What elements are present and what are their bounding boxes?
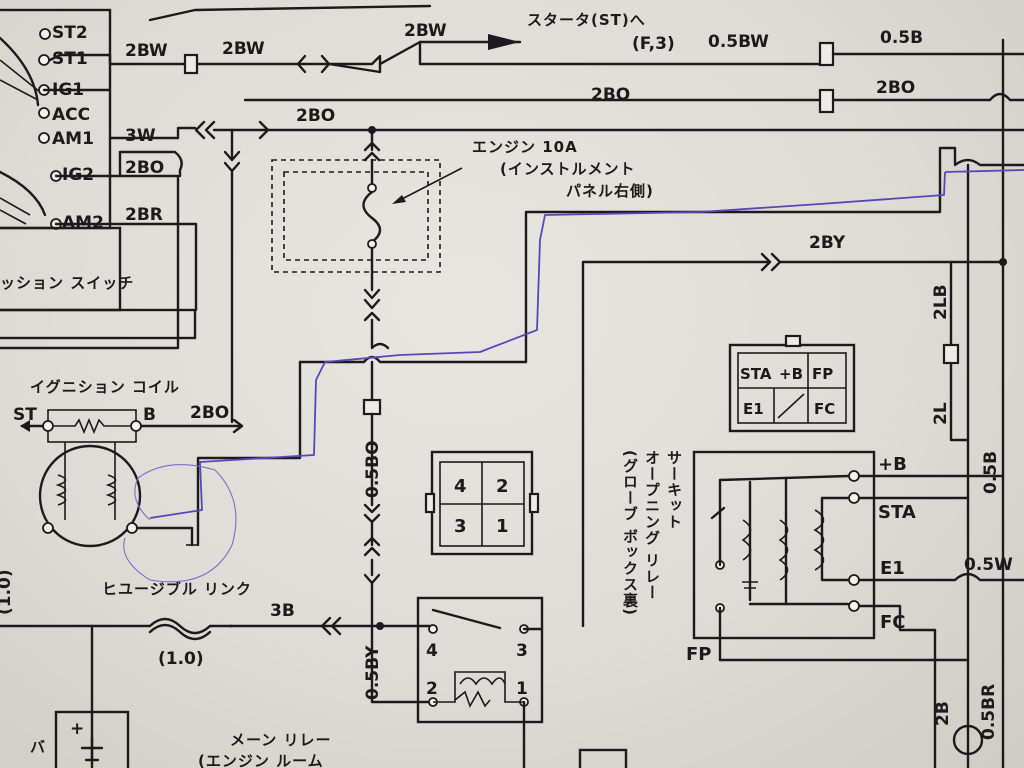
main-relay <box>416 596 544 768</box>
ignition-switch-terminals <box>38 28 62 230</box>
wire-label-2bo-ig2: 2BO <box>125 158 164 178</box>
ignition-switch-caption: ッション スイッチ <box>0 274 134 292</box>
wire-label-0-5by: 0.5BY <box>363 645 383 700</box>
check-cell-e1: E1 <box>743 400 764 418</box>
wire-label-0-5w: 0.5W <box>964 555 1013 575</box>
wire-label-2l: 2L <box>931 402 951 425</box>
wire-label-0-5br: 0.5BR <box>979 684 999 740</box>
wire-label-2bw-2: 2BW <box>222 39 265 59</box>
cor-caption-col3: (グローブ ボックス裏) <box>621 450 639 616</box>
terminal-am1: AM1 <box>52 129 94 149</box>
cor-terminal-sta: STA <box>878 502 916 523</box>
engine-fuse <box>271 128 463 322</box>
cor-terminal-fp: FP <box>686 644 712 665</box>
handwritten-pen-trace <box>123 169 1024 583</box>
connector-pin-2: 2 <box>496 476 509 497</box>
wire-label-0-5bo: 0.5BO <box>363 440 383 498</box>
wire-label-2lb: 2LB <box>931 284 951 320</box>
top-wiring <box>0 4 1024 768</box>
circuit-opening-relay <box>692 450 1024 768</box>
check-cell-sta: STA <box>740 365 772 383</box>
wire-label-2br: 2BR <box>125 205 163 225</box>
wire-label-3b: 3B <box>270 601 295 621</box>
check-cell-fc: FC <box>814 400 835 418</box>
wire-label-3w: 3W <box>125 126 156 146</box>
wire-label-2bw-1: 2BW <box>125 41 168 61</box>
battery-partial <box>54 710 130 768</box>
connector-pin-1: 1 <box>496 516 509 537</box>
fusible-link-left-rating: (1.0) <box>0 569 15 615</box>
battery-plus: + <box>70 719 84 739</box>
terminal-st1: ST1 <box>52 49 88 69</box>
coil-terminal-st: ST <box>13 405 37 425</box>
bottom-connector-partial <box>578 748 628 768</box>
cor-terminal-plus-b: +B <box>878 454 907 475</box>
fusible-link-rating: (1.0) <box>158 649 204 669</box>
fuse-note-line2: (インストルメント <box>500 160 636 178</box>
relay-pin-2: 2 <box>426 679 438 699</box>
main-relay-label-line1: メーン リレー <box>230 731 331 749</box>
wire-label-0-5bw: 0.5BW <box>708 32 769 52</box>
wire-label-2bw-3: 2BW <box>404 21 447 41</box>
cor-terminal-fc: FC <box>880 612 906 633</box>
wire-label-2by: 2BY <box>809 233 846 253</box>
relay-pin-4: 4 <box>426 641 438 661</box>
terminal-st2: ST2 <box>52 23 88 43</box>
relay-pin-1: 1 <box>516 679 528 699</box>
starter-note-line1: スタータ(ST)へ <box>527 11 646 29</box>
main-relay-label-line2: (エンジン ルーム <box>198 752 324 768</box>
fuse-note-line3: パネル右側) <box>566 182 654 200</box>
cor-terminal-e1: E1 <box>880 558 905 579</box>
check-cell-fp: FP <box>812 365 833 383</box>
starter-note-line2: (F,3) <box>632 34 675 54</box>
wire-label-0-5b-top: 0.5B <box>880 28 923 48</box>
wire-label-2b: 2B <box>933 701 953 726</box>
wire-label-2bo-top: 2BO <box>591 85 630 105</box>
ignition-coil <box>20 409 244 548</box>
connector-pin-4: 4 <box>454 476 467 497</box>
wire-label-2bo-right: 2BO <box>876 78 915 98</box>
fusible-link-label: ヒユージブル リンク <box>102 580 252 598</box>
wire-label-0-5b-right: 0.5B <box>981 451 1001 494</box>
cor-caption-col2: オープニング リレー <box>643 450 661 600</box>
center-wiring <box>0 146 1024 768</box>
battery-label-partial: バ <box>30 738 46 756</box>
check-cell-plus-b: +B <box>779 365 803 383</box>
check-connector <box>728 334 856 433</box>
connector-pin-3: 3 <box>454 516 467 537</box>
cor-caption-col1: サーキット <box>665 450 683 530</box>
fuse-note-line1: エンジン 10A <box>472 138 578 156</box>
right-wiring <box>942 260 970 442</box>
connector-4pin <box>424 450 540 556</box>
terminal-acc: ACC <box>52 105 90 125</box>
relay-pin-3: 3 <box>516 641 528 661</box>
wire-label-2bo-coil: 2BO <box>190 403 229 423</box>
wire-label-2bo-main: 2BO <box>296 106 335 126</box>
coil-terminal-b: B <box>143 405 156 425</box>
ignition-coil-label: イグニション コイル <box>30 378 180 396</box>
